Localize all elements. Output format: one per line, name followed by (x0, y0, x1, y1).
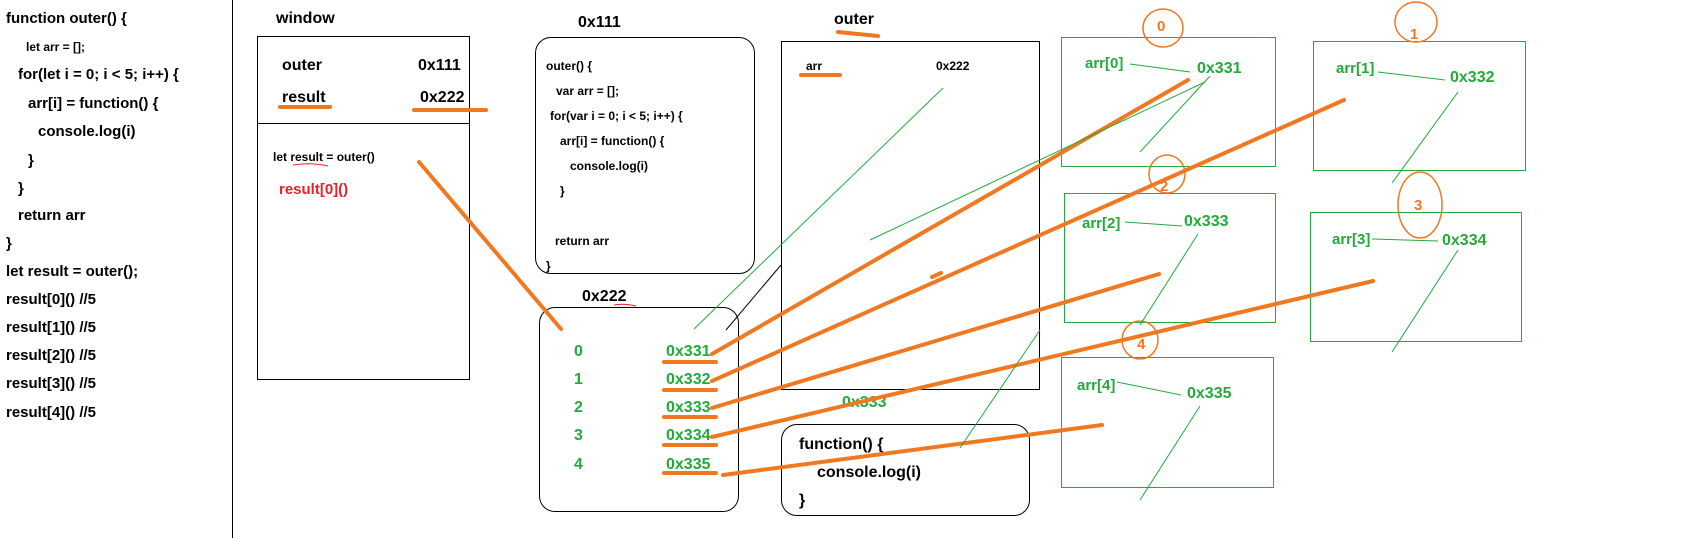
outer-scope-box (781, 41, 1040, 390)
function-box-line: console.log(i) (817, 464, 921, 481)
code-line: result[1]() //5 (6, 319, 97, 336)
window-divider (257, 123, 470, 124)
code-line: return arr (18, 207, 86, 224)
closure-label: arr[4] (1077, 377, 1116, 394)
closure-ref: 0x333 (1184, 213, 1229, 230)
closure-label: arr[0] (1085, 55, 1124, 72)
panel-divider (232, 0, 233, 538)
array-ref: 0x332 (666, 371, 711, 388)
code-line: arr[i] = function() { (28, 95, 159, 112)
closure-marker: 3 (1414, 197, 1423, 214)
window-row-value: 0x111 (418, 57, 461, 74)
func-code-line: } (560, 184, 565, 198)
code-line: function outer() { (6, 10, 127, 27)
window-call-line: result[0]() (279, 181, 349, 198)
func-code-line: arr[i] = function() { (560, 134, 665, 148)
window-row-name: outer (282, 57, 322, 74)
code-line: result[0]() //5 (6, 291, 97, 308)
closure-marker: 2 (1160, 178, 1169, 195)
closure-marker: 1 (1410, 26, 1419, 43)
code-line: let arr = []; (26, 40, 86, 54)
function-box-line: function() { (799, 436, 884, 453)
func-code-line: } (546, 259, 551, 273)
array-index: 1 (574, 371, 583, 388)
window-exec-line: let result = outer() (273, 150, 375, 164)
code-line: result[4]() //5 (6, 404, 97, 421)
closure-ref: 0x335 (1187, 385, 1232, 402)
closure-marker: 0 (1157, 18, 1166, 35)
array-index: 3 (574, 427, 583, 444)
func-code-line: return arr (555, 234, 610, 248)
closure-label: arr[1] (1336, 60, 1375, 77)
func-code-line: console.log(i) (570, 159, 648, 173)
code-line: result[2]() //5 (6, 347, 97, 364)
closure-marker: 4 (1137, 336, 1146, 353)
func-0x111-title: 0x111 (578, 14, 621, 31)
closure-label: arr[2] (1082, 215, 1121, 232)
outer-var-value: 0x222 (936, 59, 970, 73)
window-title: window (276, 10, 335, 27)
array-0x222-title: 0x222 (582, 288, 627, 305)
func-code-line: outer() { (546, 59, 592, 73)
code-line: for(let i = 0; i < 5; i++) { (18, 66, 179, 83)
closure-box (1064, 193, 1276, 323)
array-ref: 0x331 (666, 343, 711, 360)
closure-ref: 0x334 (1442, 232, 1487, 249)
underline-mark (836, 30, 880, 38)
array-index: 0 (574, 343, 583, 360)
function-box-line: } (799, 492, 806, 509)
array-index: 2 (574, 399, 583, 416)
outer-scope-title: outer (834, 11, 874, 28)
array-ref: 0x333 (666, 399, 711, 416)
code-line: } (6, 235, 12, 252)
closure-ref: 0x332 (1450, 69, 1495, 86)
window-row-name: result (282, 89, 326, 106)
code-line: console.log(i) (38, 123, 136, 140)
closure-ref: 0x331 (1197, 60, 1242, 77)
outer-var-name: arr (806, 59, 823, 73)
func-code-line: for(var i = 0; i < 5; i++) { (550, 109, 683, 123)
array-ref: 0x335 (666, 456, 711, 473)
code-line: let result = outer(); (6, 263, 139, 280)
closure-label: arr[3] (1332, 231, 1371, 248)
array-index: 4 (574, 456, 583, 473)
code-line: } (28, 152, 34, 169)
window-scope-box (257, 36, 470, 380)
func-code-line: var arr = []; (556, 84, 620, 98)
code-line: } (18, 180, 24, 197)
code-line: result[3]() //5 (6, 375, 97, 392)
array-ref: 0x334 (666, 427, 711, 444)
outer-below-label: 0x333 (842, 394, 887, 411)
window-row-value: 0x222 (420, 89, 465, 106)
